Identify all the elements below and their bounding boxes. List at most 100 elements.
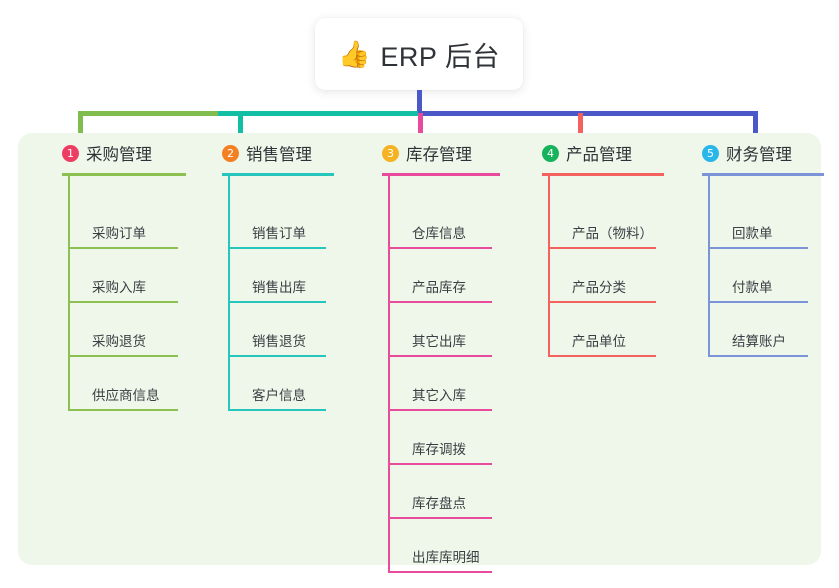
leaf-item-label: 其它出库 [412, 334, 466, 349]
leaf-item-label: 出库库明细 [412, 550, 480, 565]
connector-bar-middle-segment [218, 111, 418, 116]
column-spine-2 [228, 176, 230, 411]
leaf-item[interactable]: 采购退货 [68, 303, 178, 357]
leaf-item-rule [708, 301, 808, 303]
leaf-item-rule [548, 247, 656, 249]
leaf-item-rule [548, 301, 656, 303]
column-header-rule-2 [222, 173, 334, 176]
column-badge-3: 3 [382, 144, 399, 162]
leaf-item-label: 结算账户 [732, 334, 786, 349]
root-title: ERP 后台 [380, 41, 500, 72]
column-title-4: 产品管理 [566, 146, 632, 164]
column-2: 2 销售管理销售订单销售出库销售退货客户信息 [200, 133, 360, 411]
root-node[interactable]: 👍 ERP 后台 [315, 18, 523, 90]
leaf-item-label: 付款单 [732, 280, 773, 295]
column-header-rule-3 [382, 173, 500, 176]
leaf-item-rule [228, 247, 326, 249]
leaf-item-rule [388, 247, 492, 249]
leaf-item-rule [388, 301, 492, 303]
leaf-item[interactable]: 其它入库 [388, 357, 492, 411]
leaf-item-label: 采购入库 [92, 280, 146, 295]
leaf-item[interactable]: 客户信息 [228, 357, 326, 411]
leaf-item-rule [548, 355, 656, 357]
leaf-item[interactable]: 产品分类 [548, 249, 656, 303]
column-header-2[interactable]: 2 销售管理 [200, 133, 360, 173]
leaf-item-label: 产品（物料） [572, 226, 653, 241]
leaf-item-label: 销售退货 [252, 334, 306, 349]
leaf-item-label: 其它入库 [412, 388, 466, 403]
leaf-item-rule [708, 355, 808, 357]
column-title-5: 财务管理 [726, 146, 792, 164]
leaf-item-label: 客户信息 [252, 388, 306, 403]
leaf-item[interactable]: 销售出库 [228, 249, 326, 303]
column-header-3[interactable]: 3 库存管理 [360, 133, 520, 173]
leaf-item-rule [388, 571, 492, 573]
leaf-item-rule [68, 355, 178, 357]
leaf-item-rule [68, 301, 178, 303]
leaf-item-rule [388, 517, 492, 519]
leaf-item-label: 采购退货 [92, 334, 146, 349]
leaf-item-label: 销售订单 [252, 226, 306, 241]
column-title-2: 销售管理 [246, 146, 312, 164]
column-3: 3 库存管理仓库信息产品库存其它出库其它入库库存调拨库存盘点出库库明细 [360, 133, 520, 573]
column-spine-3 [388, 176, 390, 573]
column-header-rule-1 [62, 173, 186, 176]
column-header-rule-5 [702, 173, 824, 176]
leaf-item-label: 采购订单 [92, 226, 146, 241]
column-badge-5: 5 [702, 144, 719, 162]
leaf-item-rule [68, 247, 178, 249]
leaf-item-rule [388, 409, 492, 411]
leaf-item[interactable]: 采购入库 [68, 249, 178, 303]
column-title-3: 库存管理 [406, 146, 472, 164]
leaf-item[interactable]: 库存调拨 [388, 411, 492, 465]
leaf-item-label: 库存调拨 [412, 442, 466, 457]
leaf-item[interactable]: 销售订单 [228, 195, 326, 249]
leaf-item-label: 供应商信息 [92, 388, 160, 403]
leaf-item[interactable]: 产品（物料） [548, 195, 656, 249]
connector-bar-left-segment [78, 111, 218, 116]
leaf-item[interactable]: 产品库存 [388, 249, 492, 303]
leaf-item[interactable]: 出库库明细 [388, 519, 492, 573]
leaf-item-rule [228, 409, 326, 411]
connector-bar-right-segment [418, 111, 758, 116]
leaf-item[interactable]: 库存盘点 [388, 465, 492, 519]
leaf-item-label: 销售出库 [252, 280, 306, 295]
leaf-item[interactable]: 产品单位 [548, 303, 656, 357]
leaf-item-label: 产品库存 [412, 280, 466, 295]
leaf-item[interactable]: 仓库信息 [388, 195, 492, 249]
column-spine-1 [68, 176, 70, 411]
column-4: 4 产品管理产品（物料） 产品分类产品单位 [520, 133, 680, 357]
leaf-item[interactable]: 销售退货 [228, 303, 326, 357]
leaf-item-rule [708, 247, 808, 249]
column-header-rule-4 [542, 173, 664, 176]
leaf-item-rule [388, 463, 492, 465]
column-title-1: 采购管理 [86, 146, 152, 164]
leaf-item-rule [68, 409, 178, 411]
leaf-item[interactable]: 付款单 [708, 249, 808, 303]
leaf-item-rule [228, 301, 326, 303]
leaf-item-label: 产品分类 [572, 280, 626, 295]
column-5: 5 财务管理回款单付款单结算账户 [680, 133, 839, 357]
leaf-item[interactable]: 采购订单 [68, 195, 178, 249]
leaf-item-label: 库存盘点 [412, 496, 466, 511]
thumbs-up-icon: 👍 [338, 39, 371, 69]
leaf-item[interactable]: 供应商信息 [68, 357, 178, 411]
leaf-item[interactable]: 结算账户 [708, 303, 808, 357]
column-spine-4 [548, 176, 550, 357]
column-header-5[interactable]: 5 财务管理 [680, 133, 839, 173]
column-spine-5 [708, 176, 710, 357]
leaf-item[interactable]: 其它出库 [388, 303, 492, 357]
leaf-item-label: 产品单位 [572, 334, 626, 349]
column-badge-4: 4 [542, 144, 559, 162]
leaf-item-label: 仓库信息 [412, 226, 466, 241]
leaf-item[interactable]: 回款单 [708, 195, 808, 249]
column-badge-2: 2 [222, 144, 239, 162]
leaf-item-rule [388, 355, 492, 357]
leaf-item-label: 回款单 [732, 226, 773, 241]
root-trunk-connector [417, 90, 422, 114]
leaf-item-rule [228, 355, 326, 357]
column-header-4[interactable]: 4 产品管理 [520, 133, 680, 173]
